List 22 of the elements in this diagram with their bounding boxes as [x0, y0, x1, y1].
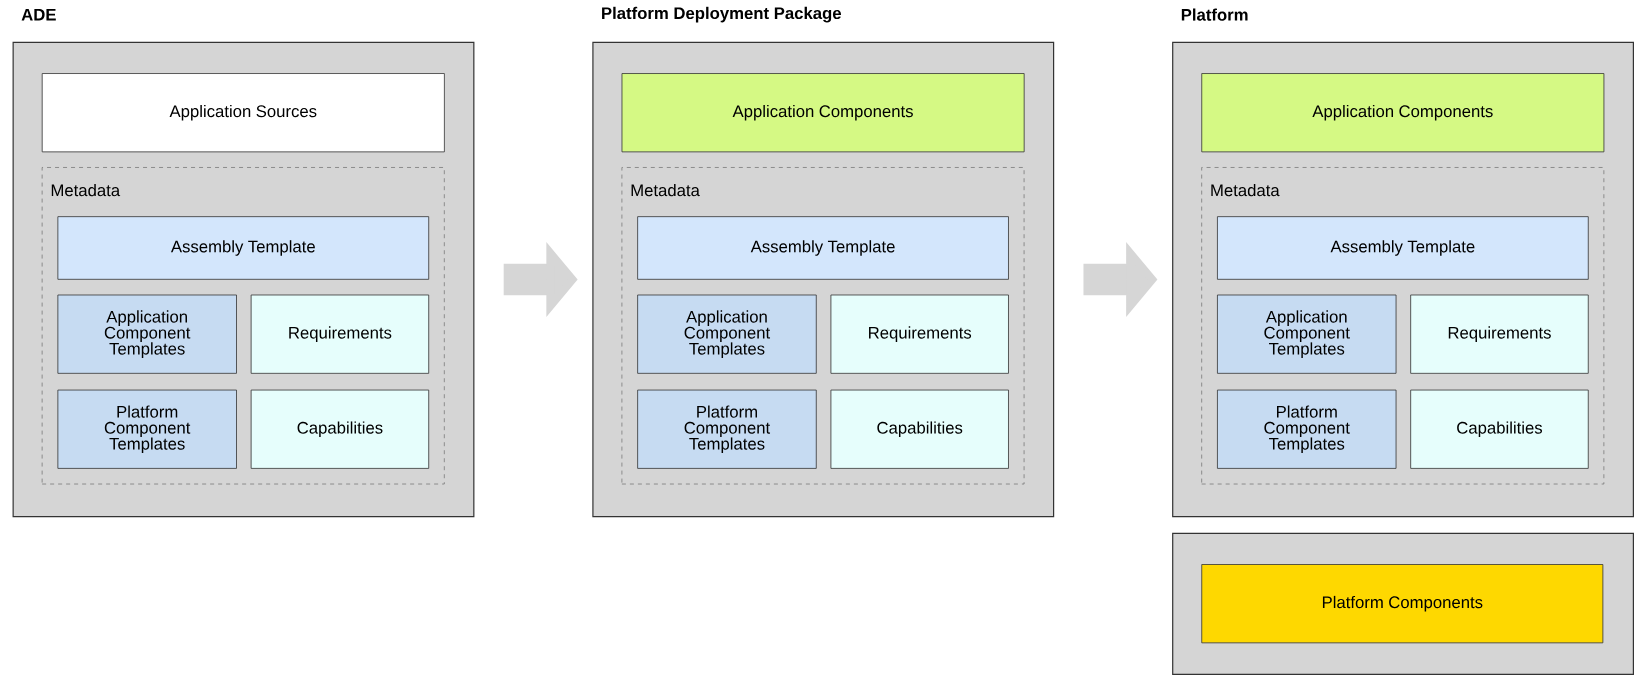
panel-heading: Platform: [1181, 8, 1248, 21]
requirement-box: Requirements: [250, 294, 430, 374]
template-box: Application Component Templates: [637, 294, 817, 374]
component-box: Application Components: [621, 73, 1025, 153]
requirement-box: Requirements: [830, 294, 1009, 374]
template-box: Assembly Template: [1217, 216, 1589, 280]
component-box: Application Sources: [41, 73, 445, 153]
template-box: Application Component Templates: [1217, 294, 1397, 374]
panel-heading: Platform Deployment Package: [602, 6, 841, 23]
template-box: Platform Component Templates: [1217, 389, 1397, 469]
capability-box: Capabilities: [830, 389, 1009, 469]
component-box: Application Components: [1201, 73, 1605, 153]
capability-box: Capabilities: [1410, 389, 1589, 469]
component-box: Platform Components: [1201, 564, 1604, 644]
template-box: Assembly Template: [57, 216, 430, 280]
template-box: Platform Component Templates: [57, 389, 237, 469]
requirement-box: Requirements: [1410, 294, 1589, 374]
capability-box: Capabilities: [250, 389, 430, 469]
panel-heading: ADE: [21, 8, 56, 21]
template-box: Platform Component Templates: [637, 389, 817, 469]
template-box: Application Component Templates: [57, 294, 237, 374]
template-box: Assembly Template: [637, 216, 1009, 280]
